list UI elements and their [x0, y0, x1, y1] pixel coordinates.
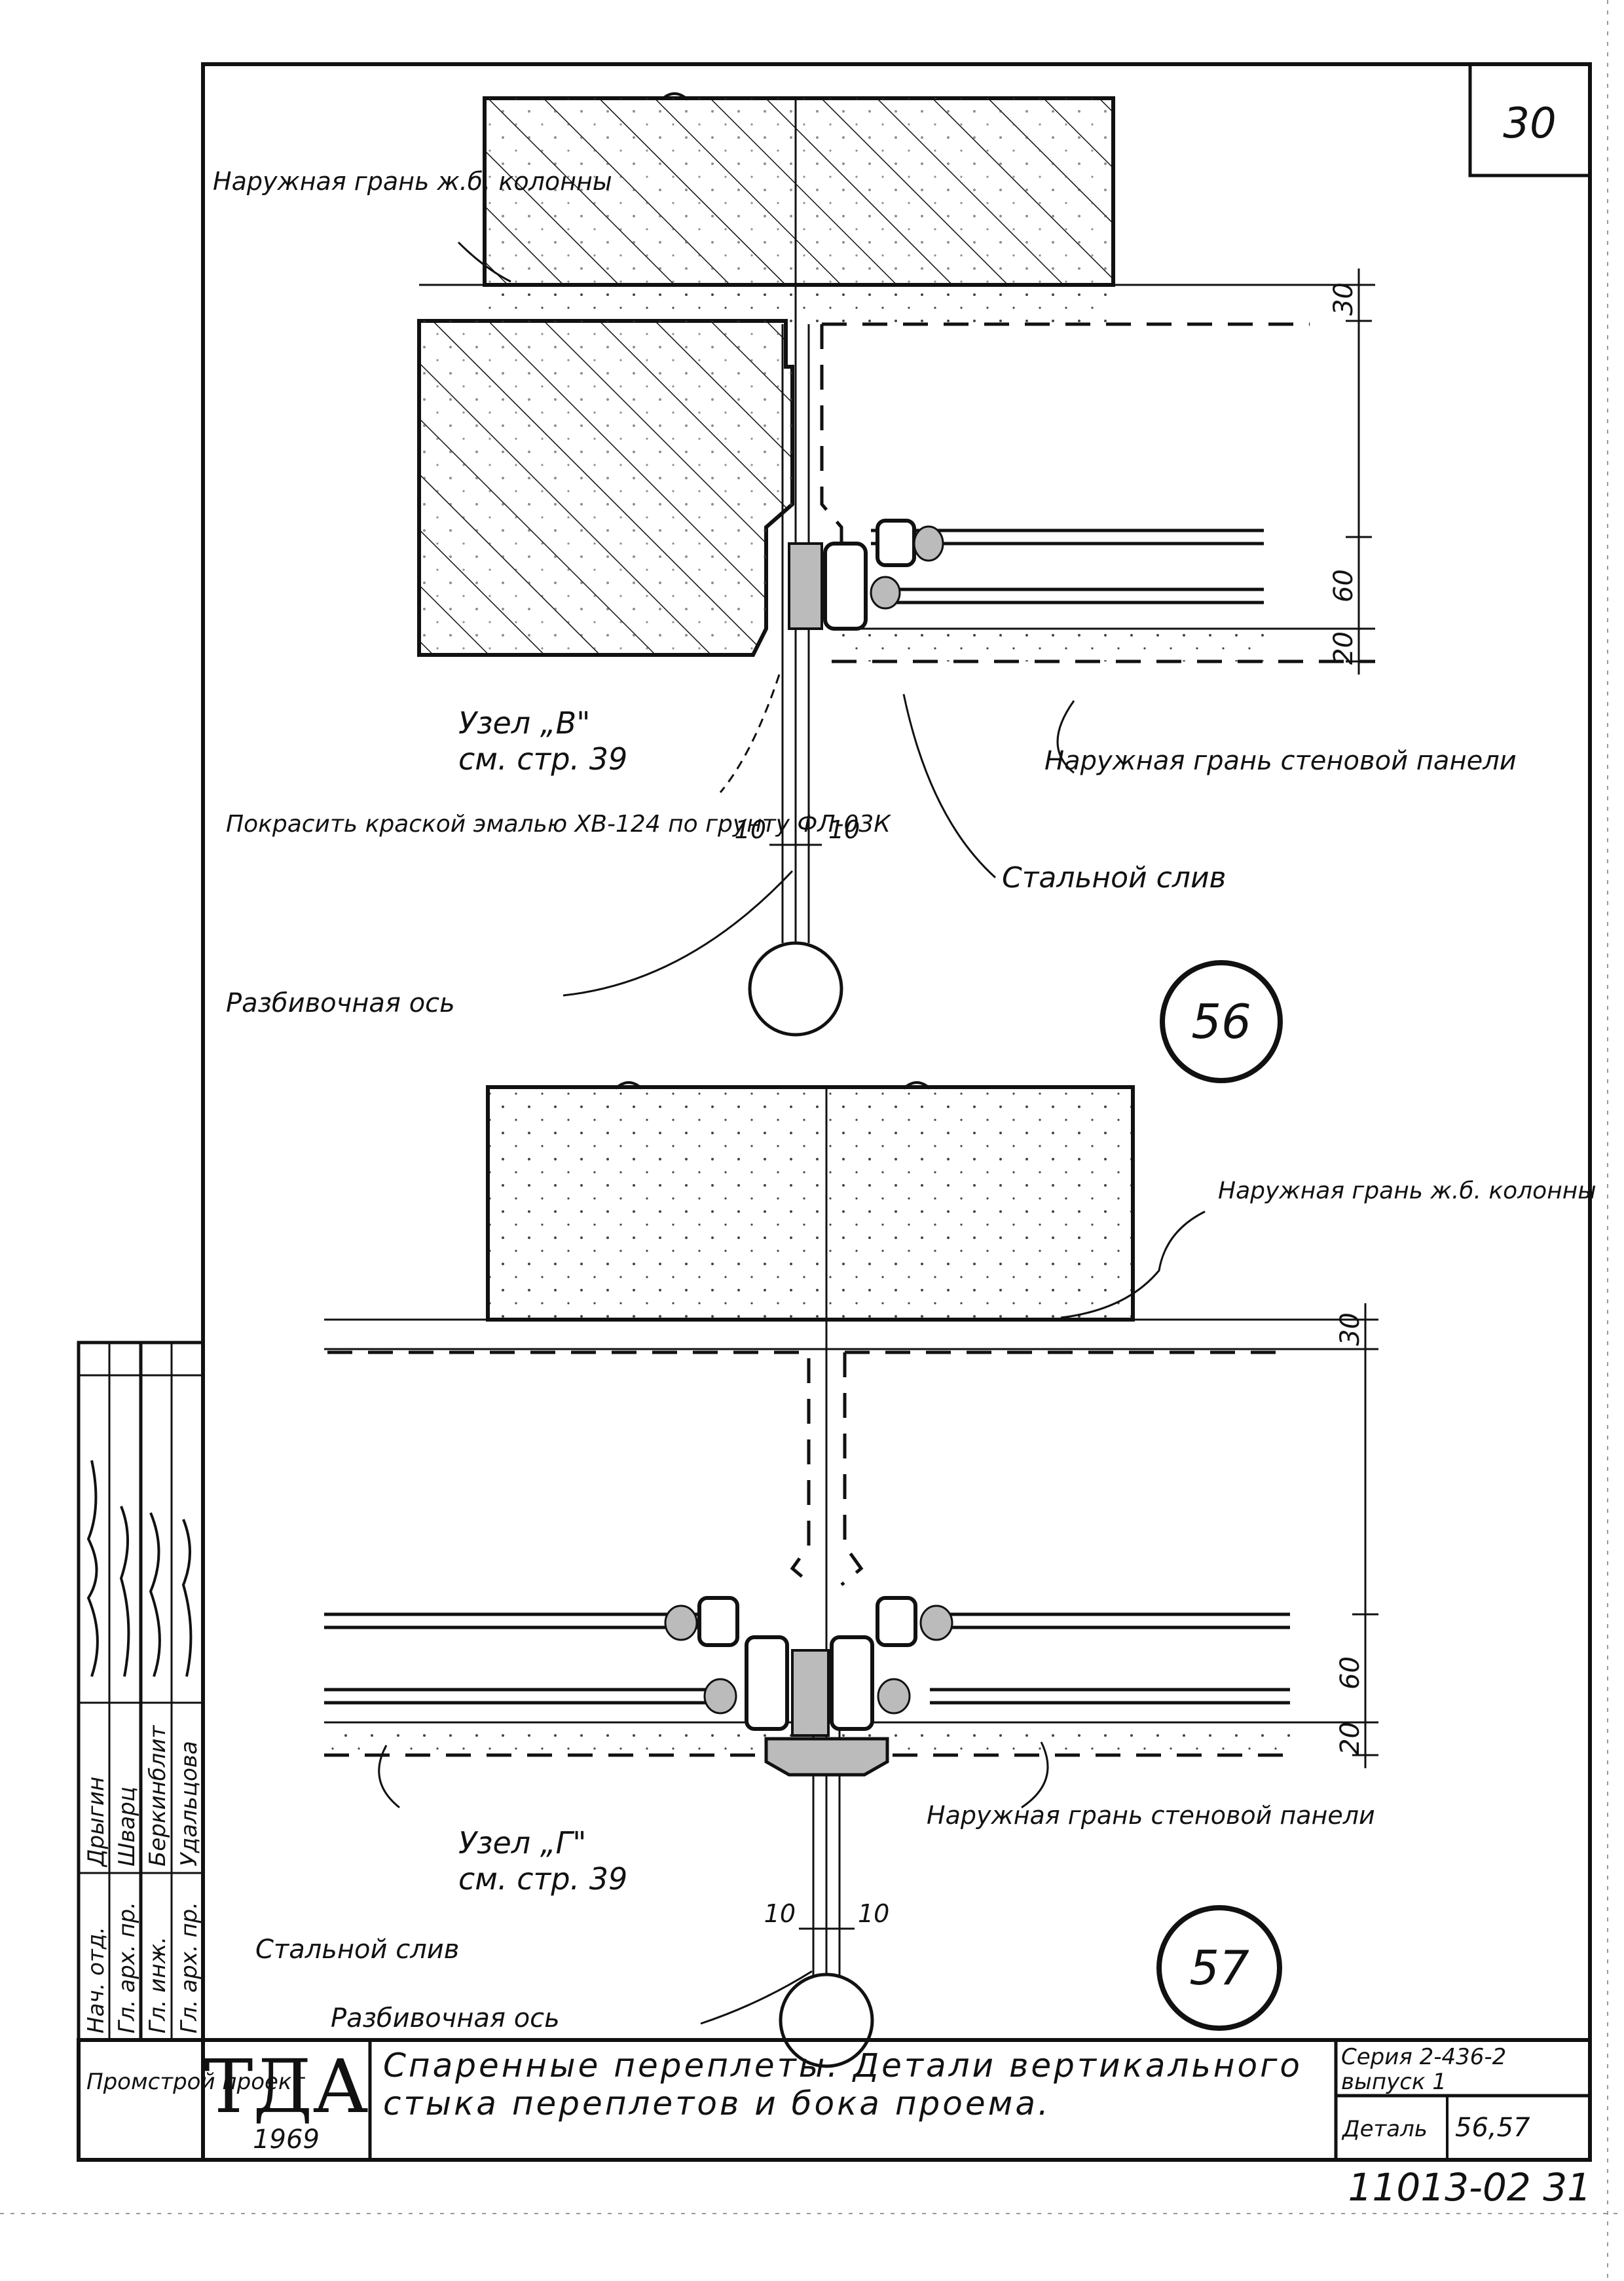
signature-scribbles [86, 1460, 193, 1677]
frame-profile-left-57 [745, 1635, 789, 1731]
role-2: Гл. арх. пр. [114, 1902, 140, 2033]
cover-strip-57 [764, 1737, 889, 1777]
label-panel-face-56: Наружная грань стеновой панели [1044, 746, 1517, 776]
callout-circle-56 [1160, 960, 1283, 1083]
name-3: Беркинблит [145, 1725, 171, 1866]
glazing-bead-56 [876, 519, 916, 567]
axis-marker-57 [779, 1973, 874, 2068]
name-2: Шварц [114, 1787, 140, 1866]
sheet-number-box: 30 [1468, 62, 1592, 177]
dim-bottom-57: 20 [1335, 1722, 1365, 1755]
label-flashing-57: Стальной слив [255, 1935, 459, 1965]
dim-gap-left-56: 10 [735, 815, 766, 844]
column-57 [486, 1085, 1135, 1322]
label-column-face-56: Наружная грань ж.б. колонны [213, 167, 612, 196]
label-flashing-56: Стальной слив [1002, 861, 1226, 895]
glazing-bead-right-57 [876, 1596, 917, 1647]
tda-logo: ТДА [204, 2045, 369, 2130]
label-column-face-57: Наружная грань ж.б. колонны [1218, 1178, 1596, 1204]
dimension-right-57 [1352, 1303, 1378, 1768]
callout-circle-57 [1156, 1905, 1282, 2031]
glazing-57 [324, 1612, 1290, 1705]
organization: Промстрой проект [86, 2069, 305, 2095]
dim-top-56: 30 [1329, 282, 1359, 316]
label-paint-56: Покрасить краской эмалью ХВ-124 по грунт… [226, 811, 891, 838]
series-label: Серия 2-436-2 выпуск 1 [1341, 2045, 1507, 2095]
dim-top-57: 30 [1335, 1312, 1365, 1346]
label-node-ref-56: см. стр. 39 [458, 741, 627, 777]
label-panel-face-57: Наружная грань стеновой панели [927, 1801, 1375, 1830]
mortar-strip-56 [485, 285, 1113, 324]
year: 1969 [253, 2124, 320, 2155]
dim-glazing-56: 60 [1329, 569, 1359, 603]
dim-gap-right-57: 10 [858, 1899, 889, 1928]
dim-glazing-57: 60 [1335, 1656, 1365, 1690]
callout-56: 56 [1191, 994, 1251, 1049]
seal-block-56 [788, 542, 823, 630]
seal-block-57 [791, 1649, 830, 1737]
frame-profile-right-57 [830, 1635, 874, 1731]
glazing-bead-left-57 [697, 1596, 739, 1647]
frame-profile-56 [823, 542, 868, 631]
callout-57: 57 [1189, 1940, 1249, 1995]
sheet-number: 30 [1503, 100, 1556, 148]
axis-marker-56 [748, 941, 843, 1037]
detail-57: 30 60 20 10 10 57 Наружная грань ж.б. ко… [255, 1081, 1596, 2068]
label-node-57: Узел „Г" [458, 1825, 586, 1861]
drawing-title: Спаренные переплеты. Детали вертикальног… [383, 2047, 1302, 2123]
title-block: Промстрой проект ТДА 1969 Спаренные пере… [77, 2038, 1592, 2162]
label-node-ref-57: см. стр. 39 [458, 1861, 627, 1897]
dim-bottom-56: 20 [1329, 631, 1359, 665]
signature-strip: Нач. отд. Гл. арх. пр. Гл. инж. Гл. арх.… [77, 1341, 205, 2042]
name-1: Дрыгин [83, 1777, 109, 1868]
role-1: Нач. отд. [83, 1927, 109, 2033]
name-4: Удальцова [176, 1741, 202, 1866]
detail-label: Деталь [1341, 2116, 1428, 2142]
label-axis-56: Разбивочная ось [226, 988, 455, 1018]
detail-56: 30 60 20 10 10 56 Наружная грань ж.б. ко… [213, 92, 1517, 1083]
bottom-stamp: 11013-02 31 [1348, 2165, 1591, 2210]
dimension-right-56 [1346, 269, 1372, 675]
dim-gap-right-56: 10 [828, 815, 860, 844]
dim-gap-left-57: 10 [764, 1899, 796, 1928]
role-3: Гл. инж. [145, 1937, 171, 2033]
label-node-56: Узел „В" [458, 705, 590, 741]
role-4: Гл. арх. пр. [176, 1902, 202, 2033]
detail-numbers: 56,57 [1455, 2113, 1530, 2143]
label-axis-57: Разбивочная ось [331, 2003, 560, 2033]
